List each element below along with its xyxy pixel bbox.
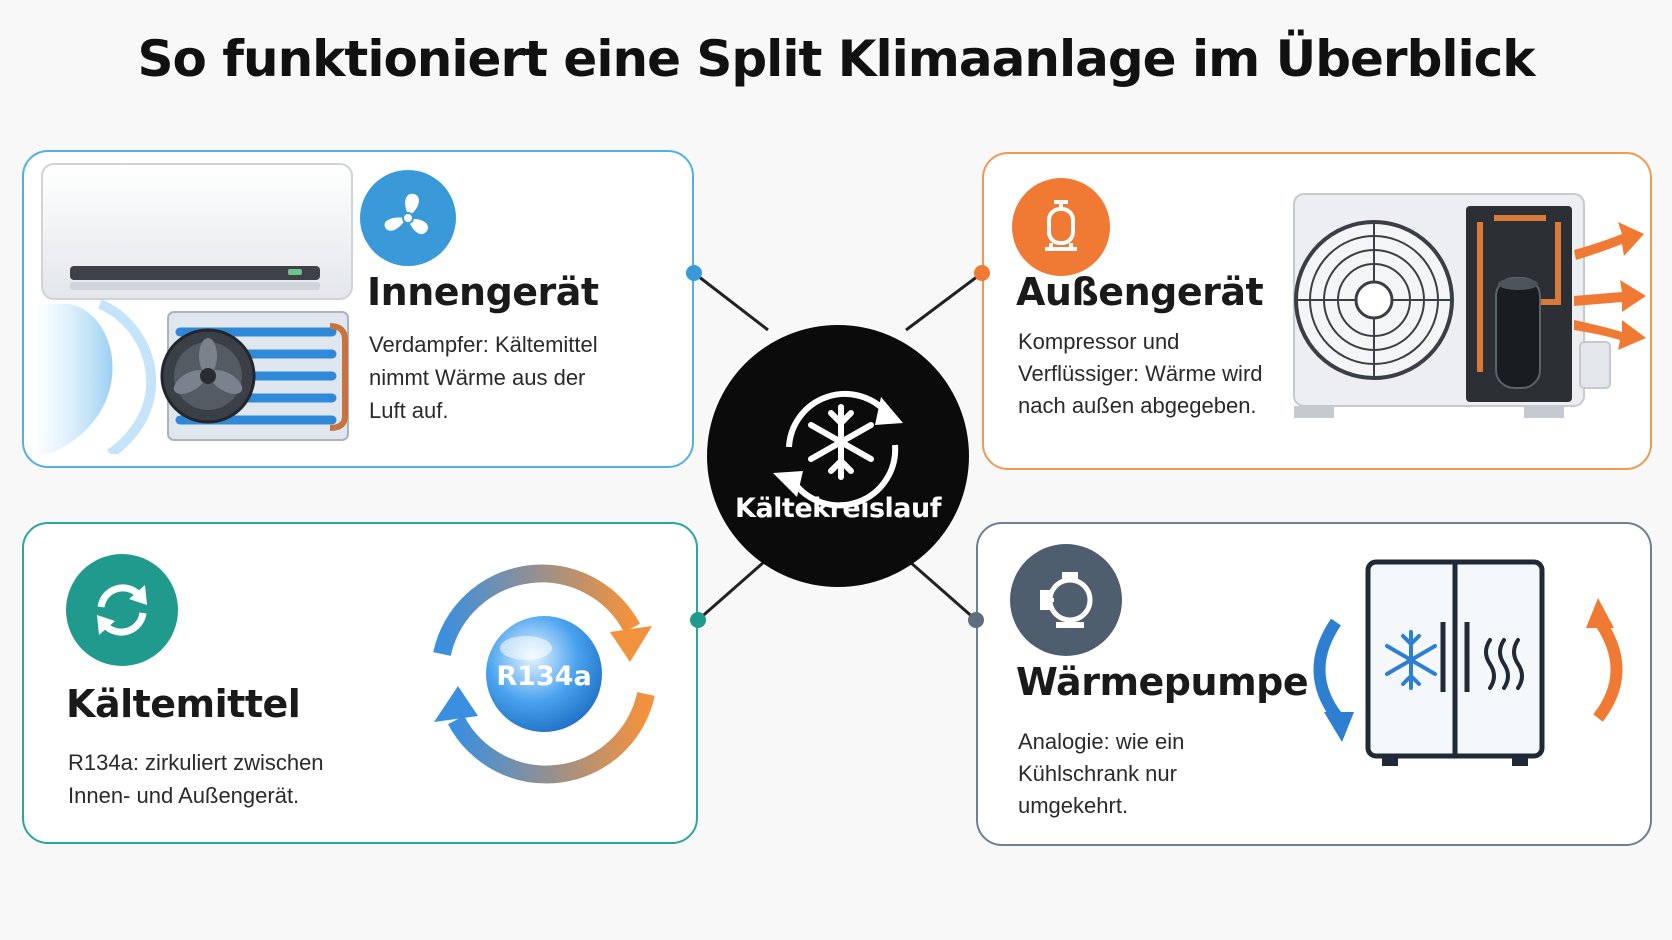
outdoor-line-2: Verflüssiger: Wärme wird <box>1018 361 1263 386</box>
indoor-title: Innengerät <box>367 270 599 314</box>
snowflake-cycle-icon <box>773 390 903 509</box>
indoor-connector-dot <box>686 265 702 281</box>
outdoor-unit-illustration <box>1293 193 1611 418</box>
refrigerant-description: R134a: zirkuliert zwischen Innen- und Au… <box>68 746 324 812</box>
indoor-line-3: Luft auf. <box>369 398 449 423</box>
indoor-line-1: Verdampfer: Kältemittel <box>369 332 598 357</box>
outdoor-description: Kompressor und Verflüssiger: Wärme wird … <box>1018 326 1263 422</box>
heatpump-connector-dot <box>968 612 984 628</box>
outdoor-connector-dot <box>974 265 990 281</box>
card-outdoor-unit: Außengerät Kompressor und Verflüssiger: … <box>982 152 1652 470</box>
indoor-line-2: nimmt Wärme aus der <box>369 365 586 390</box>
hub-label: Kältekreislauf <box>735 493 941 524</box>
page-title: So funktioniert eine Split Klimaanlage i… <box>137 30 1535 88</box>
compressor-icon <box>1045 200 1077 251</box>
heatpump-line-3: umgekehrt. <box>1018 793 1129 818</box>
refrigerant-title: Kältemittel <box>66 682 301 726</box>
fan-icon <box>384 193 429 235</box>
card-refrigerant: Kältemittel R134a: zirkuliert zwischen I… <box>22 522 698 844</box>
refrigeration-cycle-hub: Kältekreislauf <box>707 325 969 587</box>
indoor-description: Verdampfer: Kältemittel nimmt Wärme aus … <box>369 328 598 427</box>
refrigerant-bubble-label: R134a <box>496 661 591 692</box>
heat-out-arrows-icon <box>1574 222 1646 350</box>
refrigerant-icon-circle <box>66 554 178 666</box>
heatpump-line-1: Analogie: wie ein <box>1018 729 1185 754</box>
refrigerant-cycle-illustration: R134a <box>433 564 655 784</box>
card-heat-pump: Wärmepumpe Analogie: wie ein Kühlschrank… <box>976 522 1652 846</box>
outdoor-title: Außengerät <box>1016 270 1264 314</box>
heat-pump-icon <box>1040 572 1093 628</box>
indoor-icon-circle <box>360 170 456 266</box>
heatpump-line-2: Kühlschrank nur <box>1018 761 1177 786</box>
heatpump-title: Wärmepumpe <box>1016 660 1309 704</box>
cycle-arrows-icon <box>97 584 147 636</box>
indoor-unit-illustration <box>30 163 353 454</box>
refrigerant-line-2: Innen- und Außengerät. <box>68 783 300 808</box>
snowflake-icon <box>1385 630 1437 690</box>
heatpump-description: Analogie: wie ein Kühlschrank nur umgeke… <box>1018 726 1184 822</box>
card-indoor-unit: Innengerät Verdampfer: Kältemittel nimmt… <box>22 150 694 468</box>
outdoor-line-3: nach außen abgegeben. <box>1018 393 1257 418</box>
refrigerant-connector-dot <box>690 612 706 628</box>
refrigerant-line-1: R134a: zirkuliert zwischen <box>68 750 324 775</box>
heatpump-icon-circle <box>1010 544 1122 656</box>
outdoor-line-1: Kompressor und <box>1018 329 1180 354</box>
outdoor-icon-circle <box>1012 178 1110 276</box>
heat-waves-icon <box>1484 638 1524 690</box>
fridge-illustration <box>1313 559 1623 766</box>
